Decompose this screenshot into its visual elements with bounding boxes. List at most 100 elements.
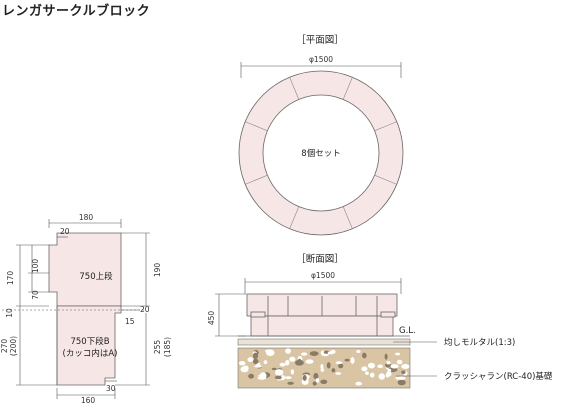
gravel-stone [365,371,369,375]
gravel-stone [285,348,291,354]
section-heading: ［断面図］ [296,253,344,265]
gravel-stone [320,379,328,384]
mortar-label: 均しモルタル(1:3) [444,337,515,348]
ring-joint [289,206,300,229]
gap-label: 15 [125,317,135,326]
gravel-stone [362,352,367,359]
gravel-stone [252,352,259,359]
gravel-stone [338,363,344,369]
lower-block-label-1: 750下段B [70,336,109,347]
gravel-stone [247,357,254,363]
gravel-stone [361,366,368,372]
plan-center-label: 8個セット [301,148,340,159]
gravel-stone [263,360,268,365]
gravel-stone [326,362,331,369]
gravel-stone [335,372,342,375]
gravel-stone [312,381,317,386]
plan-view: ［平面図］ φ1500 8個セット [238,35,404,236]
left-270-label: 270 [0,339,9,354]
gravel-stone [331,368,336,373]
gravel-stone [367,362,376,369]
gravel-stone [395,352,401,356]
ring-joint [245,121,268,132]
gravel-stone [264,349,272,353]
section-lip-right [380,311,396,318]
gravel-stone [301,378,309,385]
gravel-stone [320,364,324,370]
gravel-stone [295,359,304,366]
ring-joint [374,174,397,185]
page-title: レンガサークルブロック [2,4,151,19]
upper-block-shape [48,232,122,307]
left-70-label: 70 [31,290,40,300]
gravel-stone [315,378,320,383]
gravel-stone [397,376,406,380]
plan-ring-inner-edge [262,94,380,212]
crusher-base-stones [238,348,410,386]
gravel-stone [248,373,255,379]
ring-joint [289,77,300,100]
mortar-bed [237,338,411,346]
gap-left-label: 10 [5,308,14,318]
block-profile: 180 20 750上段 750下段B (カッコ内はA) 20 15 10 17… [0,213,172,405]
lower-block-shape [56,305,122,386]
left-200-label: (200) [9,336,18,356]
left-170-label: 170 [6,271,15,286]
gravel-stone [323,350,330,354]
gravel-stone [238,361,246,366]
gravel-stone [397,379,406,386]
notch-right-label: 20 [140,305,150,314]
gravel-stone [280,375,286,381]
gravel-stone [259,372,267,379]
plan-heading: ［平面図］ [296,35,344,46]
gravel-stone [386,361,391,365]
gravel-stone [275,369,284,376]
gravel-stone [390,364,399,369]
gravel-stone [305,359,314,364]
gravel-stone [309,351,319,356]
gravel-stone [327,351,334,355]
plan-ring [239,71,403,235]
section-height-label: 450 [207,311,216,326]
right-185-label: (185) [163,337,172,357]
gravel-stone [254,365,262,368]
notch-top-label: 20 [60,227,70,236]
gravel-stone [378,373,385,380]
ring-joint [342,206,353,229]
gravel-stone [356,350,361,353]
plan-diameter-label: φ1500 [309,55,333,64]
gravel-stone [271,367,277,371]
gravel-stone [285,359,290,366]
gravel-stone [313,372,319,380]
gravel-stone [302,374,307,381]
gravel-stone [401,370,406,374]
gravel-stone [384,353,388,360]
gravel-stone [279,362,286,367]
gravel-stone [274,375,282,380]
gravel-stone [335,361,343,365]
gravel-stone [350,357,355,364]
gravel-stone [386,371,392,377]
ring-joint [342,77,353,100]
bottom-width-label: 160 [81,396,96,405]
plan-ring-joints [245,77,397,229]
gravel-stone [287,381,294,385]
lower-block-label-2: (カッコ内はA) [63,348,118,359]
gravel-stone [252,358,259,365]
gravel-stone [344,358,350,362]
plan-ring-outer-edge [238,70,404,236]
crusher-label: クラッシャラン(RC-40)基礎 [444,371,553,382]
left-100-label: 100 [31,259,40,274]
gravel-stone [377,364,384,369]
section-lip-left [250,311,266,318]
right-190-label: 190 [153,263,162,278]
section-view: ［断面図］ φ1500 450 G.L. 均しモルタル(1:3) [207,253,553,389]
section-lower-course [250,315,394,337]
section-diameter-label: φ1500 [311,271,335,280]
ring-joint [245,174,268,185]
gravel-stone [290,369,295,375]
gravel-stone [243,365,249,371]
ring-joint [374,121,397,132]
upper-block-label: 750上段 [79,271,113,282]
